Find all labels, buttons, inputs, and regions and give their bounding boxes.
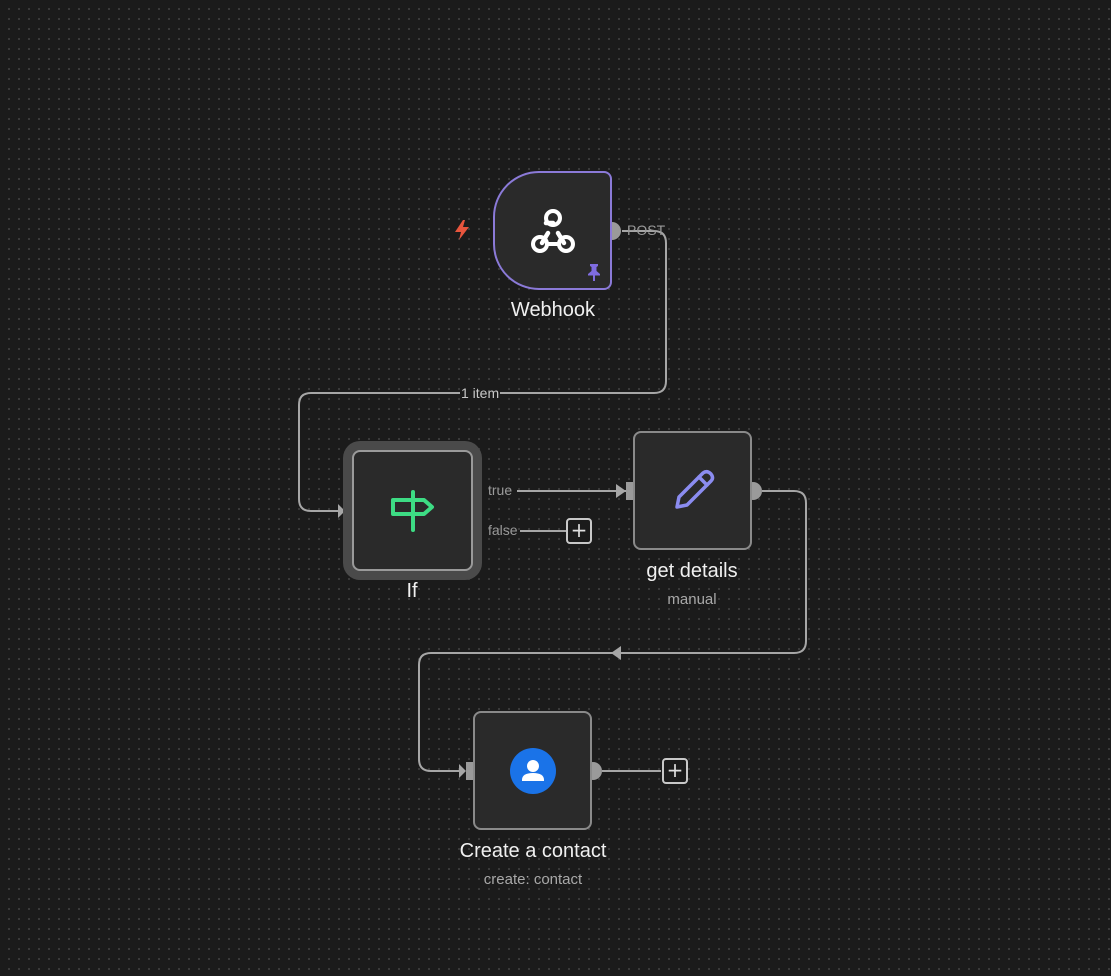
connection-item-count-label: 1 item [460,385,501,401]
if-input-arrow [338,504,345,518]
create-contact-input-port[interactable] [466,762,474,780]
if-false-add-node-button[interactable]: + [566,518,592,544]
webhook-node-title: Webhook [510,299,596,321]
if-node-title: If [406,580,418,602]
get-details-node-subtitle: manual [667,591,717,608]
webhook-icon [530,208,575,253]
get-details-node-title: get details [646,560,738,582]
webhook-node[interactable] [493,171,612,290]
if-true-label: true [488,482,513,498]
if-false-label: false [488,522,518,538]
connection-arrow [616,484,626,498]
if-node[interactable] [352,450,473,571]
create-contact-node-subtitle: create: contact [483,871,583,888]
create-contact-input-arrow [459,764,466,778]
get-details-input-port[interactable] [626,482,634,500]
get-details-node[interactable] [633,431,752,550]
connection-direction-arrow [611,646,621,660]
signpost-icon [390,489,434,532]
create-contact-node[interactable] [473,711,592,830]
pin-icon [588,264,600,281]
contact-icon [509,747,556,794]
create-contact-add-node-button[interactable]: + [662,758,688,784]
lightning-icon [455,220,469,240]
webhook-output-label: POST [627,222,666,238]
create-contact-node-title: Create a contact [459,840,607,862]
if-input-port[interactable] [345,502,353,520]
pencil-icon [674,469,714,509]
